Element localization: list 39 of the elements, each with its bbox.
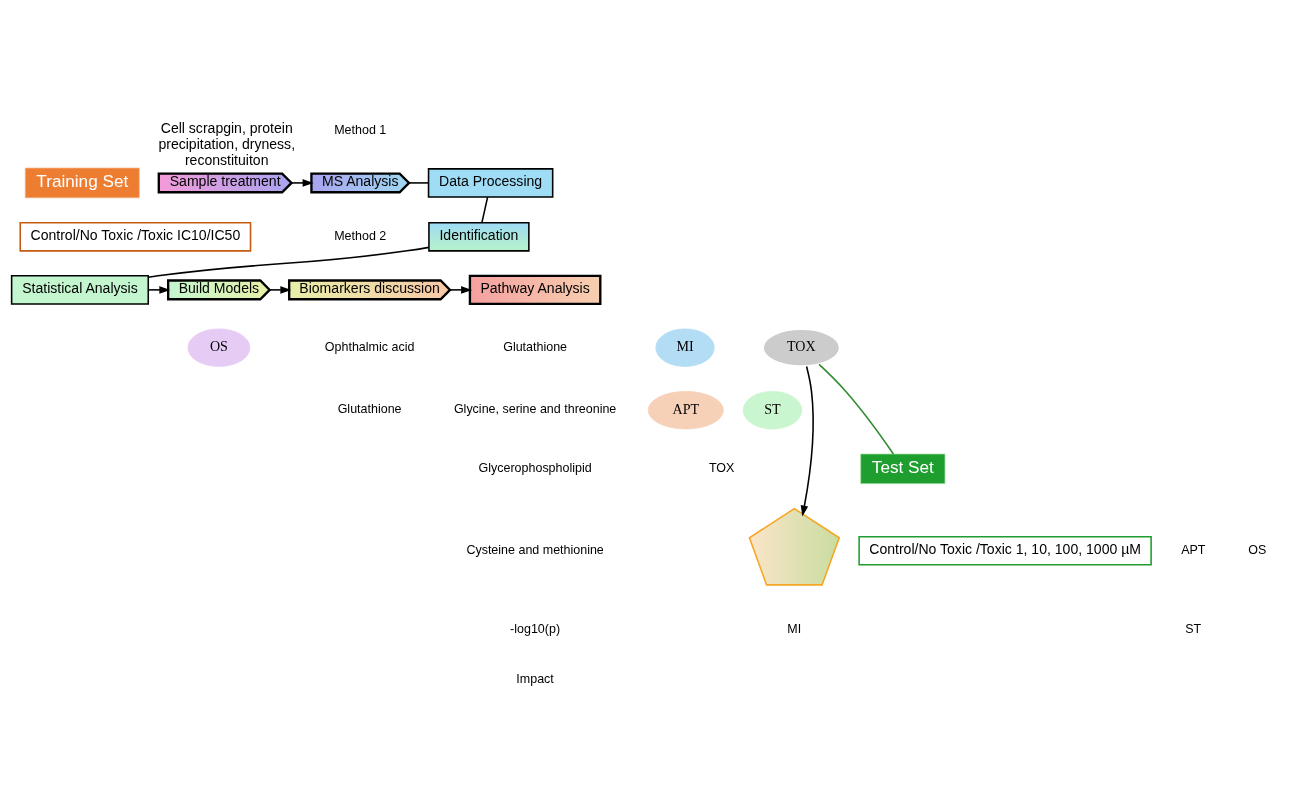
- picture: [748, 507, 841, 586]
- label: Cysteine and methionine: [466, 542, 604, 557]
- label: Method 2: [334, 228, 387, 243]
- node-box: Training Set: [24, 167, 140, 199]
- arrow: [269, 286, 292, 294]
- label: Impact: [516, 672, 554, 687]
- connector: [408, 182, 430, 184]
- node-ellipse: TOX: [761, 327, 842, 368]
- arrow: [800, 365, 814, 517]
- label: Glutathione: [503, 339, 568, 354]
- node-box: Test Set: [860, 453, 946, 485]
- node-ellipse: MI: [655, 328, 715, 367]
- arrow: [290, 179, 314, 187]
- node-box: Identification: [428, 221, 530, 252]
- node-ellipse: ST: [742, 391, 803, 430]
- label: Ophthalmic acid: [324, 339, 415, 354]
- node-box: Control/No Toxic /Toxic IC10/IC50: [19, 221, 252, 252]
- node-ellipse: OS: [187, 328, 251, 367]
- label: Glycine, serine and threonine: [453, 402, 617, 417]
- label: TOX: [708, 460, 735, 475]
- label: MI: [787, 622, 802, 637]
- label: Glutathione: [337, 402, 402, 417]
- connector: [818, 363, 895, 455]
- label: Method 1: [334, 122, 387, 137]
- label: OS: [1248, 542, 1267, 557]
- node-box: Statistical Analysis: [10, 275, 150, 305]
- node-box: Control/No Toxic /Toxic 1, 10, 100, 1000 µM: [858, 535, 1152, 566]
- node-box: Pathway Analysis: [468, 274, 602, 306]
- node-box: Data Processing: [427, 168, 554, 198]
- arrow: [147, 286, 171, 294]
- label: ST: [1185, 622, 1202, 637]
- connector: [481, 196, 489, 224]
- label: Glycerophospholipid: [478, 460, 592, 475]
- label: -log10(p): [510, 622, 561, 637]
- arrow: [449, 286, 473, 294]
- node-label: Cell scrapgin, protein precipitation, dryness, reconstituiton: [158, 120, 296, 168]
- connector: [147, 246, 430, 278]
- label: APT: [1181, 542, 1206, 557]
- node-ellipse: APT: [647, 391, 724, 430]
